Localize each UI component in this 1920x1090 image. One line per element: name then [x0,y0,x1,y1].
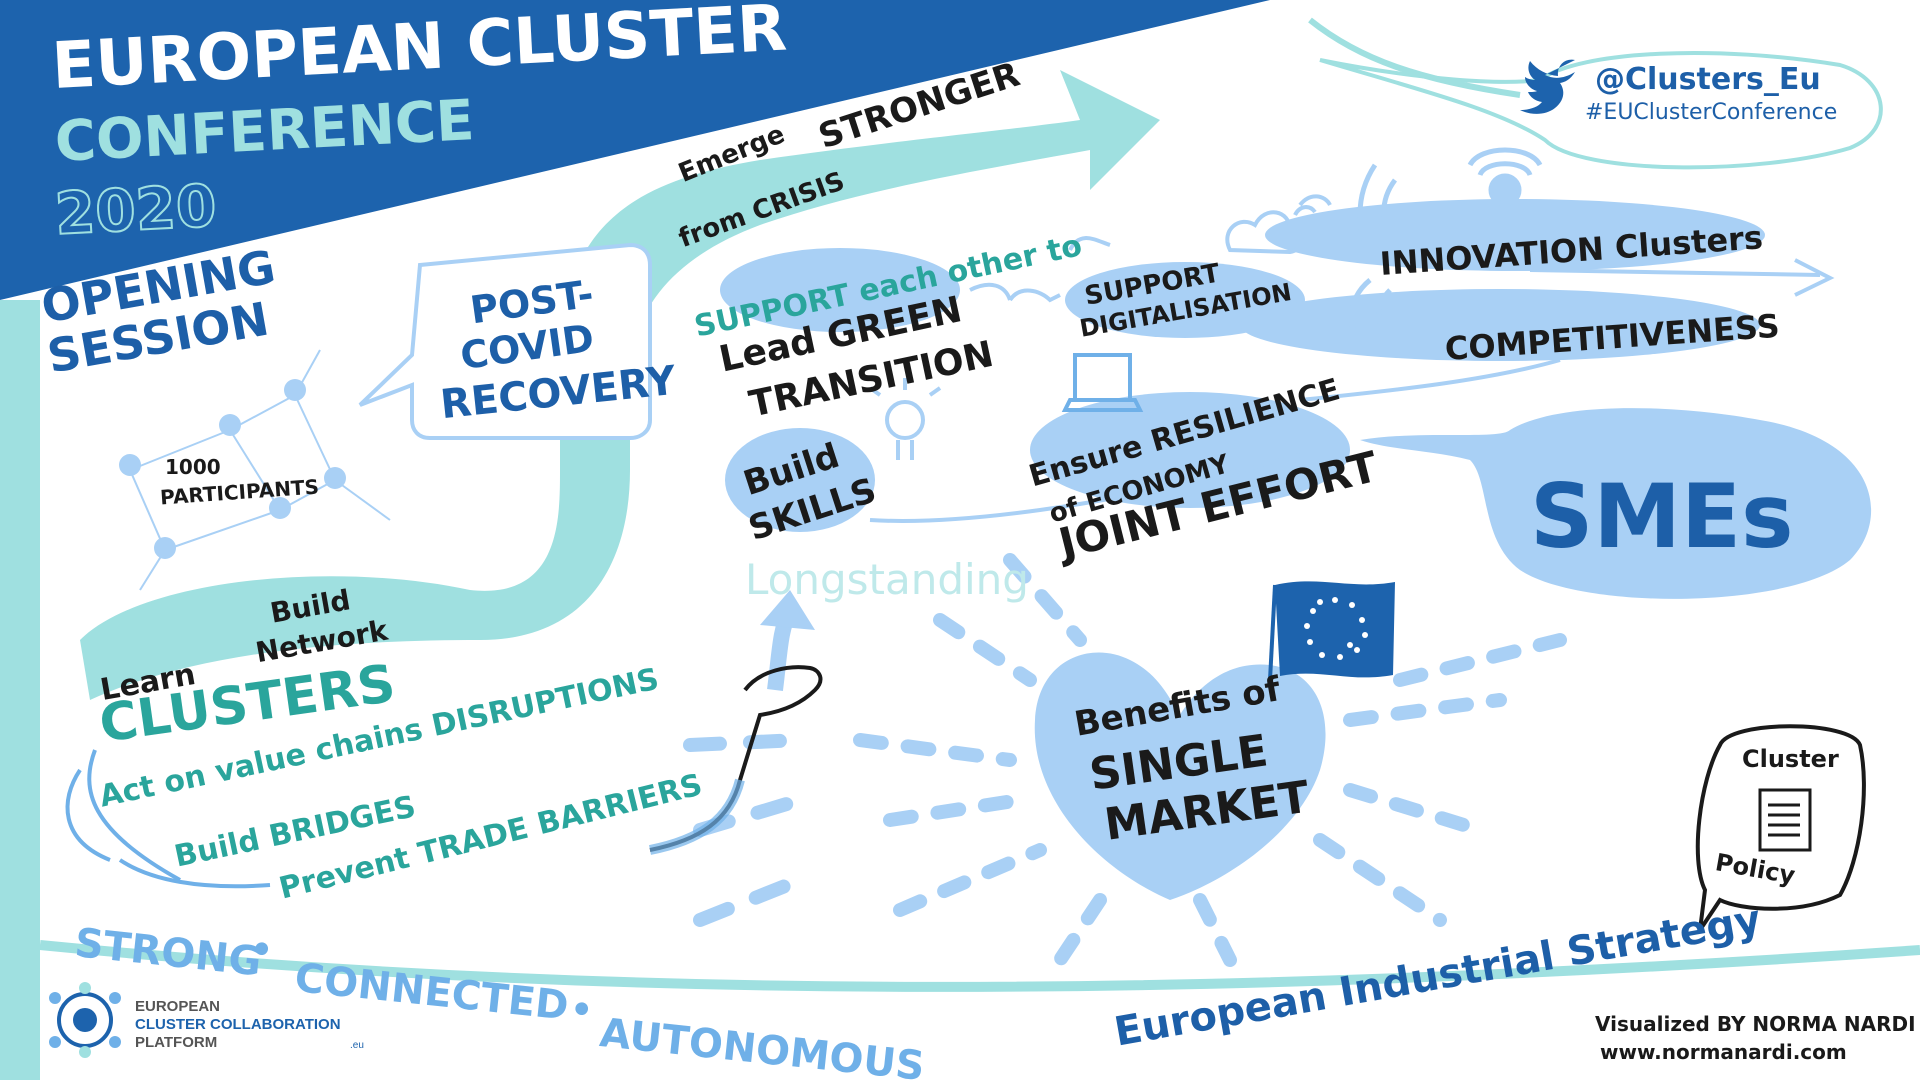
recovery-speech-bubble [358,242,652,440]
cloud-icon [1225,194,1332,255]
single-market-heart [1034,652,1326,900]
eccp-logo-icon [49,982,121,1058]
logo-line2: CLUSTER COLLABORATION [135,1016,341,1033]
green-bubble [720,248,960,332]
resilience-bubble [1030,392,1350,508]
competitiveness-bubble [1240,289,1760,361]
skills-bubble [725,428,875,532]
hashtag[interactable]: #EUClusterConference [1585,100,1838,125]
participants-count: 1000 [165,455,221,479]
lightbulb-icon [868,378,942,460]
innovation-bubble [1265,199,1765,271]
longstanding: Longstanding [745,555,1029,604]
document-icon [1758,788,1812,852]
logo-line1: EUROPEAN [135,998,221,1015]
credit-line1: Visualized BY NORMA NARDI [1595,1012,1916,1036]
motto-dot-1: • [247,928,276,973]
laptop-icon [1061,353,1144,412]
logo-line3: PLATFORM [135,1034,218,1051]
title-year: 2020 [52,171,219,249]
logo-suffix: .eu [350,1040,364,1051]
credit-website[interactable]: www.normanardi.com [1600,1040,1847,1064]
title-banner [0,0,1270,300]
signal-icon [1348,147,1543,353]
policy-line1: Cluster [1742,745,1839,773]
smes-text: SMEs [1530,465,1794,568]
twitter-handle[interactable]: @Clusters_Eu [1595,62,1821,97]
twitter-icon [1520,59,1575,114]
eu-flag-icon [1268,581,1395,681]
single-market-rays [853,553,1567,967]
smes-bubble [1360,408,1872,599]
motto-dot-2: • [567,988,596,1033]
